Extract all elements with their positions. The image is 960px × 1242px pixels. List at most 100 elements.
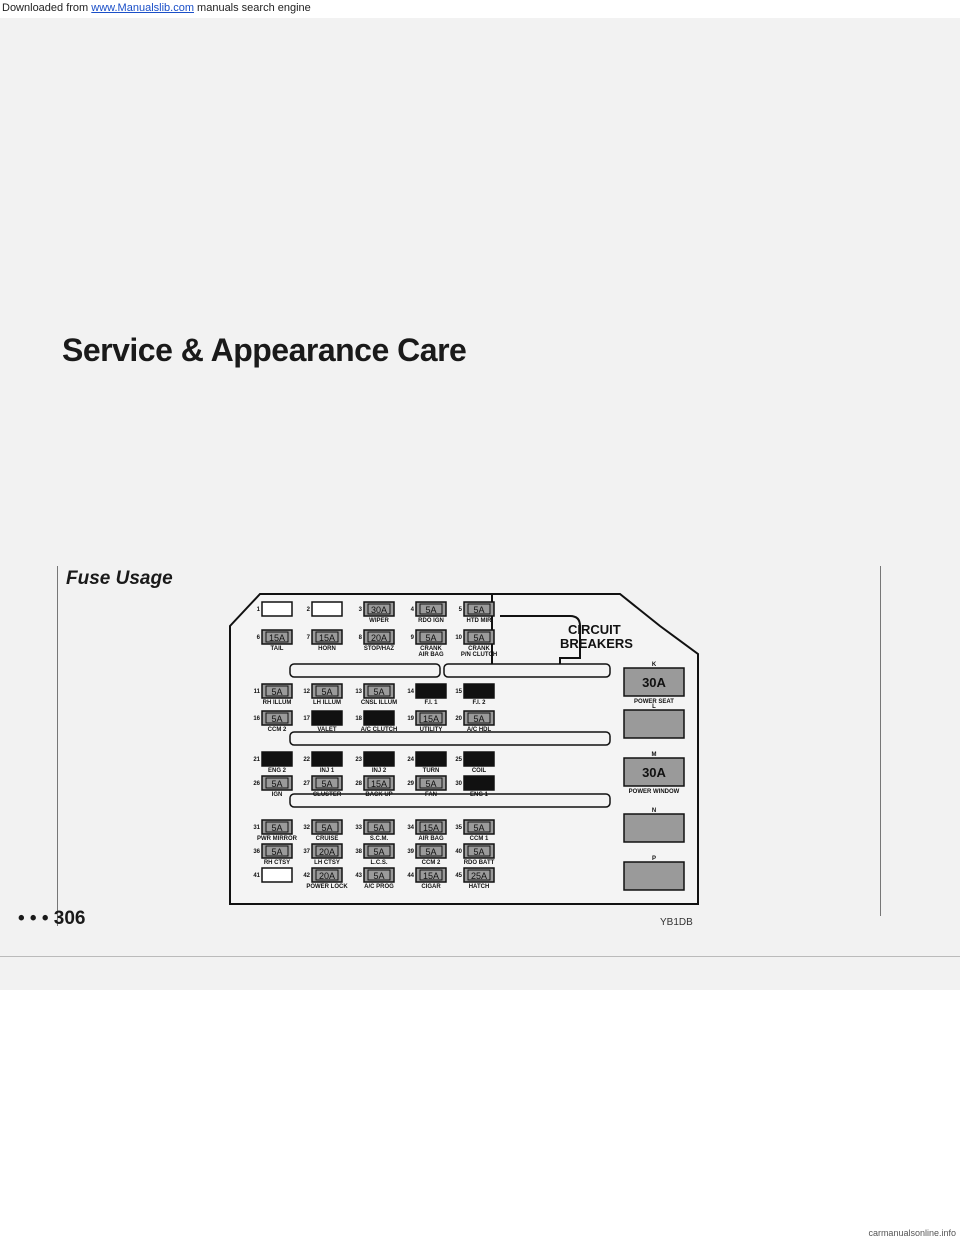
circuit-breakers-title-2: BREAKERS: [560, 636, 633, 651]
fuse-body: [415, 775, 447, 791]
fuse-label: AIR BAG: [418, 652, 444, 658]
fuse-label: A/C HDL: [467, 727, 492, 733]
fuse-body: [311, 867, 343, 883]
fuse-number: 31: [253, 825, 260, 831]
fuse-body: [261, 601, 293, 617]
fuse-label: COIL: [472, 768, 487, 774]
search-engine-text: manuals search engine: [197, 2, 311, 14]
fuse-amperage: 15A: [423, 871, 439, 881]
fuse-amperage: 5A: [473, 847, 484, 857]
fuse-label: RDO BATT: [464, 860, 495, 866]
bus-slot-3: [289, 731, 611, 746]
fuse-amperage: 5A: [473, 605, 484, 615]
fuse-body: [415, 819, 447, 835]
fuse-window: [367, 821, 391, 833]
fuse-amperage: 25A: [471, 871, 487, 881]
breaker-label: POWER WINDOW: [629, 789, 680, 795]
fuse-amperage: 15A: [423, 823, 439, 833]
fuse-amperage: 15A: [423, 714, 439, 724]
fuse-label: A/C PROG: [364, 884, 394, 890]
fuse-body: [463, 775, 495, 791]
fuse-window: [315, 869, 339, 881]
fuse-window: [265, 685, 289, 697]
fuse-amperage: 5A: [373, 687, 384, 697]
fuse-label: P/N CLUTCH: [461, 652, 497, 658]
manualslib-link[interactable]: www.Manualslib.com: [91, 2, 194, 14]
fuse-body: [463, 629, 495, 645]
fuse-amperage: 5A: [321, 779, 332, 789]
fuse-body: [261, 775, 293, 791]
fuse-number: 9: [411, 635, 415, 641]
fuse-body: [311, 843, 343, 859]
fuse-label: HATCH: [469, 884, 490, 890]
fuse-body: [415, 683, 447, 699]
fuse-number: 26: [253, 781, 260, 787]
fuse-label: S.C.M.: [370, 836, 389, 842]
fuse-window: [265, 712, 289, 724]
fuse-label: STOP/HAZ: [364, 646, 395, 652]
breaker-letter: L: [652, 704, 656, 710]
fuse-label: F.I. 2: [472, 700, 486, 706]
fuse-number: 7: [307, 635, 311, 641]
fuse-label: AIR BAG: [418, 836, 444, 842]
download-header-text: Downloaded from www.Manualslib.com manua…: [2, 2, 311, 14]
page-title: Service & Appearance Care: [62, 332, 467, 368]
fuse-amperage: 15A: [371, 779, 387, 789]
left-margin-rule: [57, 566, 58, 926]
fuse-14: 14F.I. 1: [407, 683, 447, 706]
fuse-window: [315, 821, 339, 833]
fuse-window: [467, 821, 491, 833]
fuse-window: [315, 631, 339, 643]
fuse-amperage: 20A: [371, 633, 387, 643]
fuse-body: [363, 629, 395, 645]
fuse-number: 1: [257, 607, 261, 613]
fuse-body: [311, 775, 343, 791]
fuse-body: [463, 843, 495, 859]
section-heading: Fuse Usage: [66, 568, 173, 589]
fuse-window: [315, 777, 339, 789]
fuse-body: [261, 819, 293, 835]
fuse-number: 23: [355, 757, 362, 763]
fuse-label: POWER LOCK: [306, 884, 348, 890]
fuse-body: [311, 629, 343, 645]
fuse-18: 18A/C CLUTCH: [355, 710, 397, 733]
fuse-amperage: 5A: [271, 687, 282, 697]
fuse-window: [467, 712, 491, 724]
fuse-label: TURN: [423, 768, 440, 774]
breaker-body: [623, 813, 685, 843]
fuse-label: RH CTSY: [264, 860, 290, 866]
circuit-breakers-title-1: CIRCUIT: [568, 622, 621, 637]
fuse-number: 11: [254, 689, 261, 695]
fuse-amperage: 5A: [271, 714, 282, 724]
fuse-number: 13: [355, 689, 362, 695]
fuse-label: PWR MIRROR: [257, 836, 298, 842]
fuse-window: [419, 845, 443, 857]
fuse-body: [363, 843, 395, 859]
fuse-body: [261, 751, 293, 767]
fuse-number: 39: [407, 849, 414, 855]
fuse-body: [261, 867, 293, 883]
fuse-amperage: 5A: [373, 823, 384, 833]
breaker-letter: N: [652, 808, 656, 814]
fuse-label: INJ 2: [372, 768, 387, 774]
fuse-label: INJ 1: [320, 768, 335, 774]
fuse-label: BACK UP: [365, 792, 392, 798]
fuse-number: 4: [411, 607, 415, 613]
breaker-amperage: 30A: [642, 675, 666, 690]
bus-slot-2: [443, 663, 611, 678]
fuse-window: [419, 869, 443, 881]
fuse-amperage: 5A: [271, 779, 282, 789]
fuse-amperage: 5A: [321, 823, 332, 833]
fuse-label: FAN: [425, 792, 437, 798]
